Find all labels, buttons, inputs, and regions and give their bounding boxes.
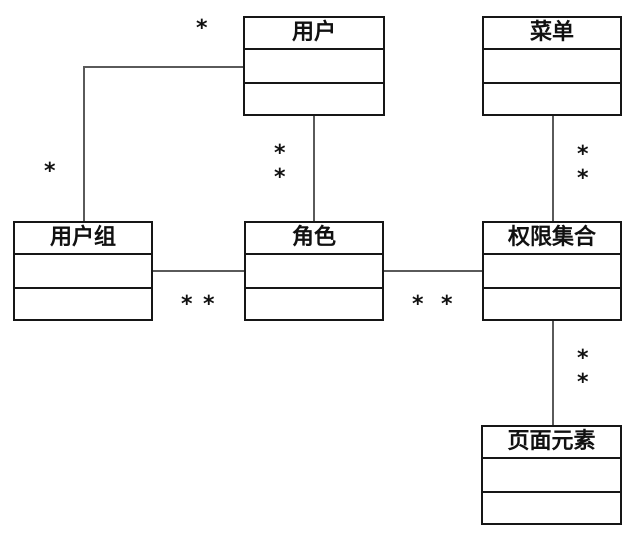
class-name-usergroup: 用户组 (15, 223, 151, 255)
attributes-compartment (484, 50, 620, 82)
attributes-compartment (15, 255, 151, 287)
class-box-menu: 菜单 (482, 16, 622, 116)
attributes-compartment (483, 459, 620, 491)
multiplicity-label: * (196, 16, 208, 41)
multiplicity-label: * (577, 370, 589, 395)
multiplicity-label: * (577, 166, 589, 191)
class-box-permissionset: 权限集合 (482, 221, 622, 321)
association-line-usergroup-role (151, 270, 245, 272)
attributes-compartment (246, 255, 382, 287)
association-line-role-permissionset (383, 270, 483, 272)
multiplicity-label: * (274, 165, 286, 190)
methods-compartment (245, 82, 383, 114)
association-line-user-usergroup-horizontal (83, 66, 244, 68)
association-line-menu-permissionset (552, 116, 554, 222)
methods-compartment (15, 287, 151, 319)
class-box-role: 角色 (244, 221, 384, 321)
multiplicity-label: * (577, 142, 589, 167)
multiplicity-label: * (441, 292, 453, 317)
class-name-menu: 菜单 (484, 18, 620, 50)
multiplicity-label: * (181, 292, 193, 317)
class-name-role: 角色 (246, 223, 382, 255)
multiplicity-label: * (274, 141, 286, 166)
class-name-pageelement: 页面元素 (483, 427, 620, 459)
multiplicity-label: * (577, 346, 589, 371)
association-line-user-role (313, 116, 315, 222)
class-box-pageelement: 页面元素 (481, 425, 622, 525)
class-box-usergroup: 用户组 (13, 221, 153, 321)
methods-compartment (246, 287, 382, 319)
methods-compartment (483, 491, 620, 523)
class-name-user: 用户 (245, 18, 383, 50)
multiplicity-label: * (203, 292, 215, 317)
methods-compartment (484, 287, 620, 319)
attributes-compartment (245, 50, 383, 82)
multiplicity-label: * (412, 292, 424, 317)
methods-compartment (484, 82, 620, 114)
association-line-permissionset-pageelement (552, 320, 554, 426)
attributes-compartment (484, 255, 620, 287)
association-line-user-usergroup-vertical (83, 66, 85, 222)
class-name-permissionset: 权限集合 (484, 223, 620, 255)
class-box-user: 用户 (243, 16, 385, 116)
multiplicity-label: * (44, 159, 56, 184)
